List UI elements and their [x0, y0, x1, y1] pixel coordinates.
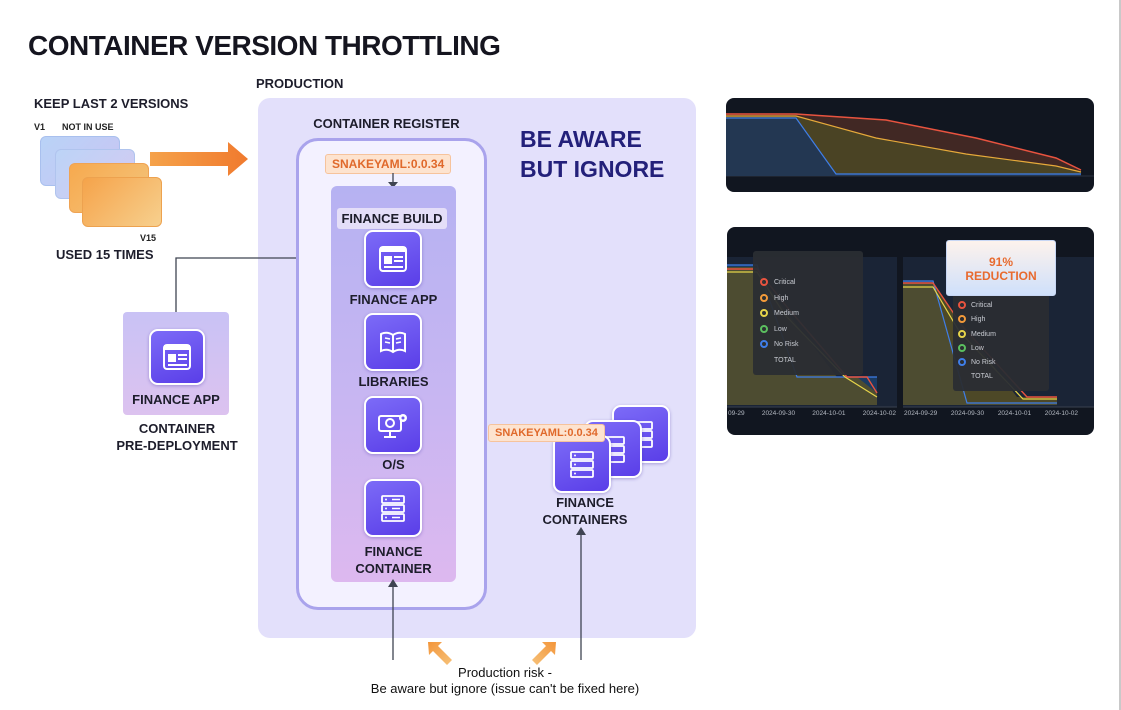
- left-date-axis: 09-29 2024-09-30 2024-10-01 2024-10-02: [728, 410, 896, 417]
- legend-item: TOTAL: [774, 356, 796, 364]
- monitor-gears-icon: [364, 396, 422, 454]
- legend-item: High: [760, 291, 799, 307]
- risk-arrow-right-icon: [532, 642, 556, 665]
- reduction-percent: 91%: [988, 255, 1014, 269]
- layer-finance-container-label: FINANCE CONTAINER: [355, 544, 432, 576]
- legend-item: Medium: [958, 328, 996, 342]
- v1-label: V1: [34, 122, 46, 132]
- axis-tick: 2024-09-30: [761, 410, 796, 417]
- app-window-icon: [364, 230, 422, 288]
- production-label: PRODUCTION: [256, 76, 344, 91]
- finance-build-label: FINANCE BUILD: [337, 208, 447, 229]
- legend-item: Critical: [958, 299, 996, 313]
- legend-item: Low: [760, 322, 799, 338]
- axis-tick: 2024-10-02: [1044, 410, 1078, 417]
- legend-item: Low: [958, 342, 996, 356]
- be-aware-line-1: BE AWARE: [520, 126, 642, 152]
- axis-tick: 2024-09-30: [950, 410, 985, 417]
- axis-tick: 2024-09-29: [904, 410, 938, 417]
- axis-tick: 2024-10-01: [812, 410, 846, 417]
- right-divider: [1119, 0, 1121, 710]
- legend-right: Critical High Medium Low No Risk TOTAL: [958, 299, 996, 385]
- pre-deploy-caption-1: CONTAINER: [138, 421, 216, 436]
- pre-deploy-caption-2: PRE-DEPLOYMENT: [116, 438, 238, 453]
- pre-deploy-app-icon: [149, 329, 205, 385]
- used-count-label: USED 15 TIMES: [56, 247, 154, 262]
- risk-note-line-1: Production risk -: [458, 665, 552, 680]
- legend-item: Critical: [760, 275, 799, 291]
- page-title: CONTAINER VERSION THROTTLING: [28, 30, 501, 61]
- risk-arrow-left-icon: [428, 642, 452, 665]
- layer-libraries-label: LIBRARIES: [358, 374, 429, 389]
- version-card-4: [82, 177, 162, 227]
- orange-arrow-icon: [150, 142, 248, 176]
- containers-tag: SNAKEYAML:0.0.34: [488, 424, 605, 442]
- legend-item: TOTAL: [971, 373, 993, 381]
- legend-left: Critical High Medium Low No Risk TOTAL: [760, 275, 799, 368]
- risk-note-line-2: Be aware but ignore (issue can't be fixe…: [370, 681, 640, 696]
- registry-tag: SNAKEYAML:0.0.34: [325, 154, 452, 174]
- risk-note: Production risk - Be aware but ignore (i…: [330, 665, 680, 697]
- axis-tick: 09-29: [728, 410, 745, 417]
- containers-label-1: FINANCE: [556, 495, 614, 510]
- registry-label: CONTAINER REGISTER: [313, 116, 460, 131]
- be-aware-line-2: BUT IGNORE: [520, 156, 665, 182]
- trend-chart-graphic: [726, 113, 1094, 177]
- book-icon: [364, 313, 422, 371]
- server-stack-icon: [364, 479, 422, 537]
- trend-chart-panel: [726, 98, 1094, 192]
- registry-up-arrow: [388, 579, 398, 660]
- axis-tick: 2024-10-01: [997, 410, 1032, 417]
- layer-os-label: O/S: [382, 457, 405, 472]
- containers-up-arrow: [576, 527, 586, 660]
- reduction-label: REDUCTION: [965, 269, 1037, 283]
- legend-item: High: [958, 313, 996, 327]
- v15-label: V15: [140, 233, 157, 243]
- be-aware-heading: BE AWARE BUT IGNORE: [520, 124, 664, 184]
- container-tile-front-icon: [553, 435, 611, 493]
- right-date-axis: 2024-09-29 2024-09-30 2024-10-01 2024-10…: [904, 410, 1078, 417]
- pre-deploy-app-label: FINANCE APP: [132, 392, 220, 407]
- axis-tick: 2024-10-02: [862, 410, 896, 417]
- keep-versions-heading: KEEP LAST 2 VERSIONS: [34, 96, 189, 111]
- not-in-use-label: NOT IN USE: [62, 122, 114, 132]
- reduction-badge: 91% REDUCTION: [946, 240, 1056, 296]
- layer-finance-app-label: FINANCE APP: [349, 292, 438, 307]
- legend-item: No Risk: [760, 337, 799, 353]
- legend-item: Medium: [760, 306, 799, 322]
- containers-label-2: CONTAINERS: [542, 512, 628, 527]
- tag-down-arrow: [388, 173, 398, 188]
- legend-item: No Risk: [958, 356, 996, 370]
